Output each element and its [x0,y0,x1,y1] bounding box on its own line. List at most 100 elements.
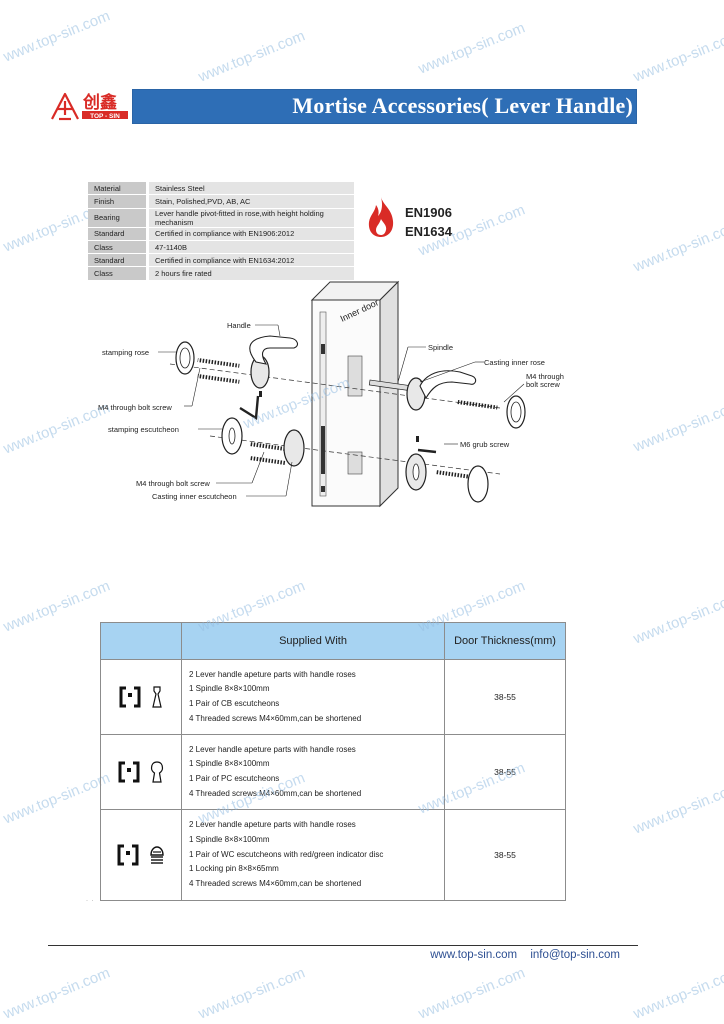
supplied-item: 1 Pair of PC escutcheons [189,774,280,783]
watermark: www.top-sin.com [195,964,308,1023]
pc-keyhole-icon [150,761,164,783]
label-m6-grub-screw: M6 grub screw [460,440,510,449]
supplied-item: 2 Lever handle apeture parts with handle… [189,744,356,754]
supplied-item: 2 Lever handle apeture parts with handle… [189,820,356,830]
supplied-item: 1 Spindle 8×8×100mm [189,684,270,694]
supplied-items: 2 Lever handle apeture parts with handle… [181,734,445,810]
supplied-item: 1 Pair of CB escutcheons [189,699,280,708]
watermark: www.top-sin.com [0,577,113,636]
standard-en1634: EN1634 [405,224,452,239]
door-thickness-value: 38-55 [444,809,566,901]
spec-value: Lever handle pivot-fitted in rose,with h… [146,208,354,228]
label-m4-bolt-bottom: M4 through bolt screw [136,479,210,488]
supplied-item: 1 Spindle 8×8×100mm [189,759,270,769]
lever-handle-left [249,335,299,365]
watermark: www.top-sin.com [630,27,724,86]
table-row: 2 Lever handle apeture parts with handle… [100,659,566,735]
label-spindle: Spindle [428,343,453,352]
watermark: www.top-sin.com [415,964,528,1023]
supplied-items: 2 Lever handle apeture parts with handle… [181,659,445,735]
spec-key: Standard [88,227,148,241]
label-m4-bolt-left: M4 through bolt screw [98,403,172,412]
exploded-diagram: Inner door [98,280,564,508]
lever-handle-icon [118,761,140,783]
watermark: www.top-sin.com [630,589,724,648]
spec-key: Bearing [88,208,148,228]
wc-indicator-icon [150,846,164,864]
supply-table-header: Supplied With Door Thickness(mm) [100,622,566,660]
watermark: www.top-sin.com [195,27,308,86]
label-stamping-rose: stamping rose [102,348,149,357]
footer-email-link[interactable]: info@top-sin.com [530,949,620,961]
label-m4-bolt-right: M4 through [526,372,564,381]
watermark: www.top-sin.com [0,7,113,66]
fire-icon [368,197,394,237]
watermark: www.top-sin.com [630,779,724,838]
watermark: www.top-sin.com [0,964,113,1023]
label-handle: Handle [227,321,251,330]
supplied-item: 1 Locking pin 8×8×65mm [189,864,279,874]
title-banner: Mortise Accessories( Lever Handle) [132,89,637,124]
stray-dots: · · [86,898,94,904]
cb-keyhole-icon [152,686,162,708]
supplied-items: 2 Lever handle apeture parts with handle… [181,809,445,901]
spec-key: Class [88,240,148,255]
table-row: 2 Lever handle apeture parts with handle… [100,734,566,810]
spec-value: Certified in compliance with EN1634:2012 [146,253,354,268]
watermark: www.top-sin.com [0,769,113,828]
supplied-item: 4 Threaded screws M4×60mm,can be shorten… [189,713,362,723]
supplied-item: 2 Lever handle apeture parts with handle… [189,669,356,679]
spec-key: Standard [88,253,148,268]
supplied-item: 1 Pair of WC escutcheons with red/green … [189,849,384,859]
header-door-thickness: Door Thickness(mm) [444,622,566,660]
table-row: 2 Lever handle apeture parts with handle… [100,809,566,901]
supply-table: Supplied With Door Thickness(mm) 2 Lever… [100,622,566,901]
header-icon-col [100,622,182,660]
footer-website-link[interactable]: www.top-sin.com [430,949,518,961]
supplied-item: 4 Threaded screws M4×60mm,can be shorten… [189,879,362,889]
page-title: Mortise Accessories( Lever Handle) [292,93,633,118]
watermark: www.top-sin.com [415,19,528,78]
header-supplied-with: Supplied With [181,622,445,660]
lever-handle-icon [117,844,139,866]
door-thickness-value: 38-55 [444,659,566,735]
spec-key: Class [88,266,148,281]
row-icon-cell [100,734,182,810]
brand-logo: 创鑫 TOP - SIN [51,92,128,121]
label-stamping-escutcheon: stamping escutcheon [108,425,179,434]
watermark: www.top-sin.com [630,217,724,276]
row-icon-cell [100,659,182,735]
brand-name-chinese: 创鑫 [82,92,117,113]
spec-value: Stain, Polished,PVD, AB, AC [146,194,354,209]
label-casting-inner-rose: Casting inner rose [484,358,545,367]
casting-escutcheon-left [283,429,305,467]
lever-handle-icon [119,686,141,708]
watermark: www.top-sin.com [630,397,724,456]
footer: www.top-sin.com info@top-sin.com [420,949,620,961]
supplied-item: 1 Spindle 8×8×100mm [189,834,270,844]
label-m4-bolt-right-2: bolt screw [526,380,560,389]
lever-handle-right [419,370,477,400]
spec-value: Stainless Steel [146,182,354,196]
row-icon-cell [100,809,182,901]
spec-key: Material [88,182,148,196]
stamping-escutcheon-right [467,465,489,503]
spec-value: 2 hours fire rated [146,266,354,281]
brand-name-latin: TOP - SIN [90,113,120,120]
spec-key: Finish [88,194,148,209]
spec-value: 47-1140B [146,240,354,255]
spec-value: Certified in compliance with EN1906:2012 [146,227,354,241]
standard-en1906: EN1906 [405,205,452,220]
label-casting-inner-escutcheon: Casting inner escutcheon [152,492,237,501]
door-thickness-value: 38-55 [444,734,566,810]
supplied-item: 4 Threaded screws M4×60mm,can be shorten… [189,788,362,798]
footer-rule [48,945,638,946]
watermark: www.top-sin.com [630,964,724,1023]
